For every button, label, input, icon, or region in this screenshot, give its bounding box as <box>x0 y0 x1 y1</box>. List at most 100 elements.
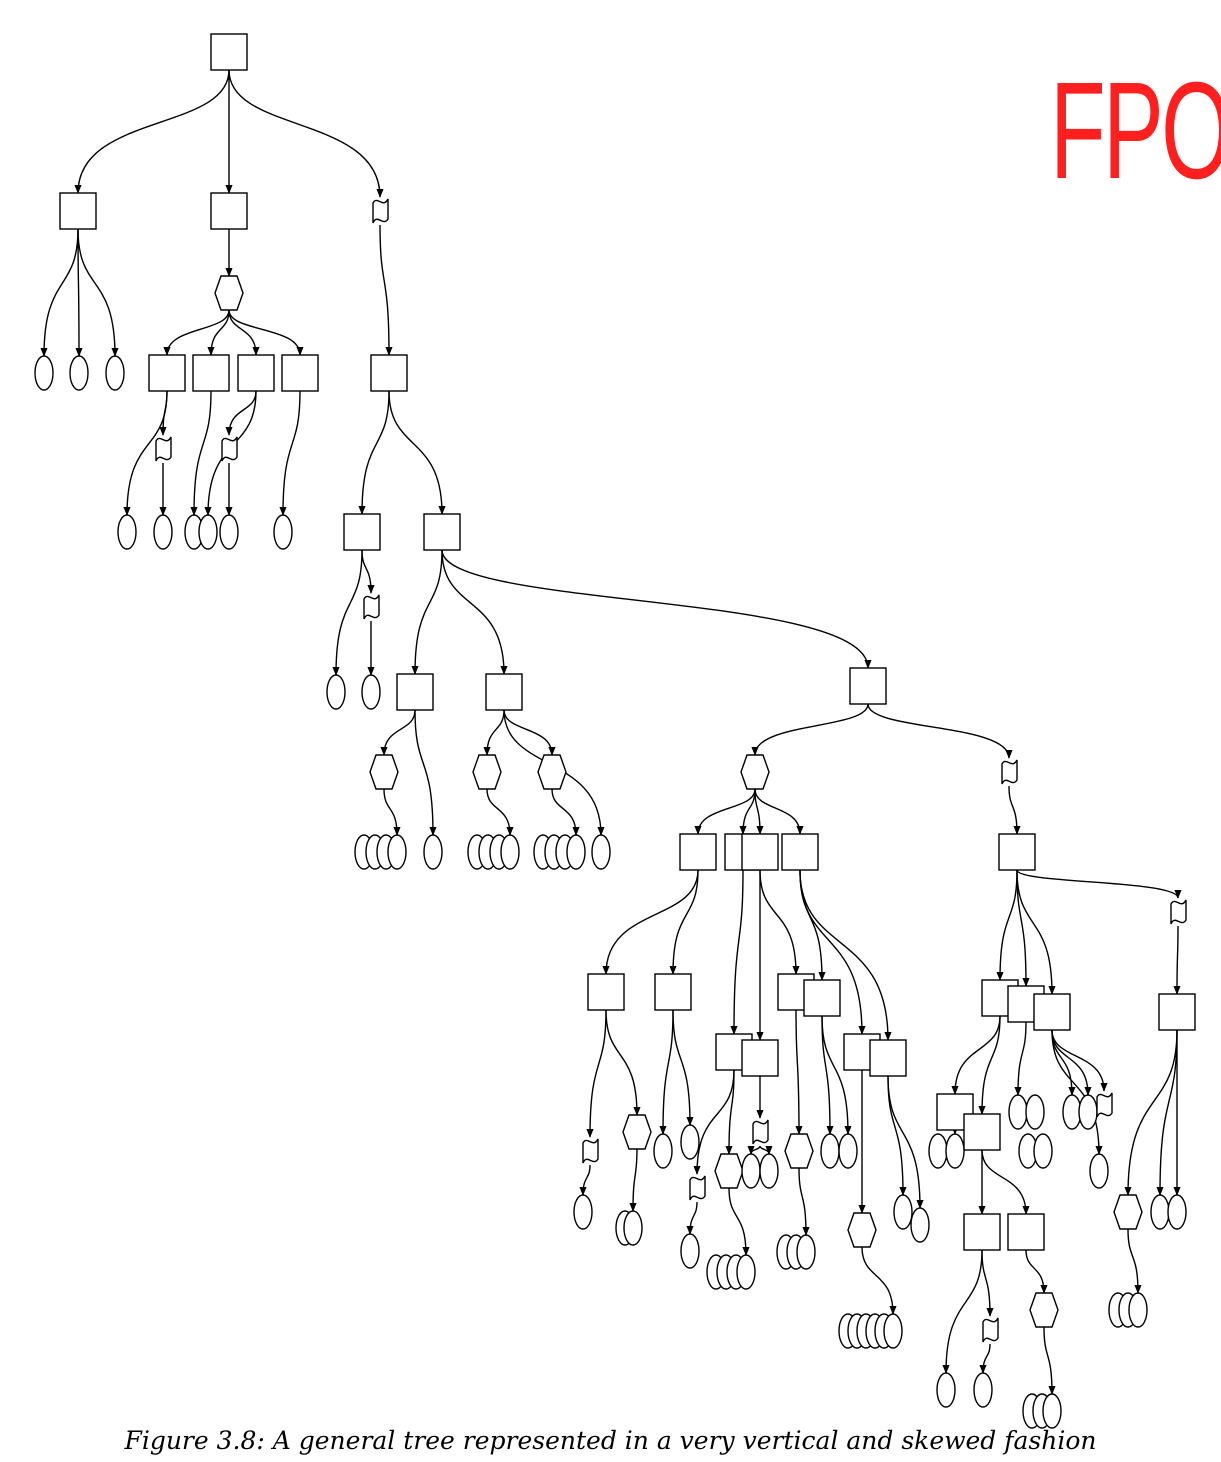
tree-node-ellipse <box>1089 1153 1109 1189</box>
tree-node-box <box>192 354 230 392</box>
tree-edge <box>586 1009 607 1138</box>
tree-node-ellipse <box>1078 1094 1098 1130</box>
tree-edge <box>332 549 363 676</box>
tree-edge <box>867 703 1013 759</box>
tree-edge <box>40 228 79 357</box>
tree-node-hexagon <box>847 1212 877 1248</box>
tree-node-ellipse <box>117 514 137 550</box>
tree-edge <box>1051 1029 1108 1092</box>
tree-node-box <box>396 673 434 711</box>
tree-node-box <box>963 1113 1001 1151</box>
tree-edge <box>887 1075 907 1196</box>
tree-edge <box>279 390 301 516</box>
tree-node-hexagon <box>472 754 502 790</box>
tree-edges <box>40 69 1182 1395</box>
tree-edge <box>694 788 756 835</box>
tree-node-ellipse <box>500 834 520 870</box>
tree-edge <box>1043 1326 1056 1395</box>
tree-node-ellipse <box>423 834 443 870</box>
fpo-watermark: FPO <box>1050 54 1221 208</box>
tree-edge <box>686 1201 698 1235</box>
tree-edge <box>441 549 872 669</box>
tree-edge <box>579 1164 591 1196</box>
tree-edge <box>1051 1029 1092 1096</box>
tree-node-ellipse <box>936 1372 956 1408</box>
tree-edge <box>483 709 505 756</box>
tree-edge <box>799 869 892 1041</box>
tree-edge <box>887 1075 924 1209</box>
tree-edge <box>380 709 416 756</box>
tree-node-ellipse <box>1008 1094 1028 1130</box>
tree-node-box <box>998 833 1036 871</box>
tree-node-box <box>210 33 248 71</box>
tree-node-ellipse <box>945 1133 965 1169</box>
tree-node-box <box>679 833 717 871</box>
tree-node-ellipse <box>34 355 54 391</box>
tree-edge <box>163 309 230 356</box>
tree-node-ellipse <box>893 1194 913 1230</box>
tree-edge <box>75 228 83 357</box>
tree-edge <box>1051 1029 1103 1155</box>
tree-edge <box>1016 869 1182 899</box>
tree-edge <box>77 228 119 357</box>
tree-node-box <box>148 354 186 392</box>
tree-node-ellipse <box>623 1210 643 1246</box>
tree-node-hexagon <box>537 754 567 790</box>
tree-node-ellipse <box>883 1313 903 1349</box>
tree-edge <box>747 1145 761 1155</box>
tree-edge <box>1156 1029 1178 1196</box>
tree-node-ellipse <box>910 1207 930 1243</box>
tree-node-box <box>343 513 381 551</box>
tree-node-hexagon <box>369 754 399 790</box>
tree-edge <box>1014 1021 1027 1096</box>
tree-edge <box>795 1009 803 1135</box>
tree-edge <box>228 69 384 198</box>
tree-node-hexagon <box>214 275 244 311</box>
tree-edge <box>751 703 869 756</box>
tree-node-ellipse <box>273 514 293 550</box>
tree-edge <box>361 549 375 594</box>
tree-edge <box>551 788 580 836</box>
tree-node-ellipse <box>973 1372 993 1408</box>
tree-edge <box>379 224 393 356</box>
tree-node-ellipse <box>680 1233 700 1269</box>
tree-node-ellipse <box>1033 1133 1053 1169</box>
tree-node-ellipse <box>736 1254 756 1290</box>
tree-node-ellipse <box>361 674 381 710</box>
tree-edge <box>951 1015 1001 1095</box>
tree-edge <box>672 1009 694 1126</box>
tree-edge <box>1127 1228 1142 1294</box>
tree-edge <box>981 1249 994 1317</box>
figure-caption: Figure 3.8: A general tree represented i… <box>124 1426 1097 1455</box>
tree-edge <box>225 390 257 436</box>
tree-edge <box>383 788 401 836</box>
tree-edge <box>725 1069 735 1155</box>
tree-node-box <box>281 354 319 392</box>
tree-edge <box>414 709 437 836</box>
tree-node-box <box>59 192 97 230</box>
tree-node-box <box>654 973 692 1011</box>
tree-edge <box>799 869 866 1035</box>
tree-node-box <box>963 1213 1001 1251</box>
tree-node-ellipse <box>1150 1194 1170 1230</box>
tree-edge <box>693 1069 735 1175</box>
tree-edge <box>728 1187 750 1256</box>
tree-edge <box>1124 1029 1178 1196</box>
tree-edge <box>1173 925 1181 995</box>
tree-node-flag <box>689 1175 706 1201</box>
tree-edge <box>228 309 260 356</box>
tree-node-ellipse <box>838 1133 858 1169</box>
tree-edge <box>1008 785 1021 835</box>
tree-node-ellipse <box>680 1124 700 1160</box>
tree-node-ellipse <box>198 514 218 550</box>
tree-node-ellipse <box>796 1234 816 1270</box>
tree-edge <box>602 869 699 975</box>
tree-node-ellipse <box>759 1153 779 1189</box>
tree-edge <box>503 709 556 756</box>
tree-edge <box>821 1015 852 1135</box>
tree-edge <box>358 390 390 515</box>
tree-node-flag <box>1096 1092 1113 1118</box>
tree-edge <box>996 869 1018 981</box>
tree-node-flag <box>221 436 238 462</box>
tree-node-box <box>1033 993 1071 1031</box>
